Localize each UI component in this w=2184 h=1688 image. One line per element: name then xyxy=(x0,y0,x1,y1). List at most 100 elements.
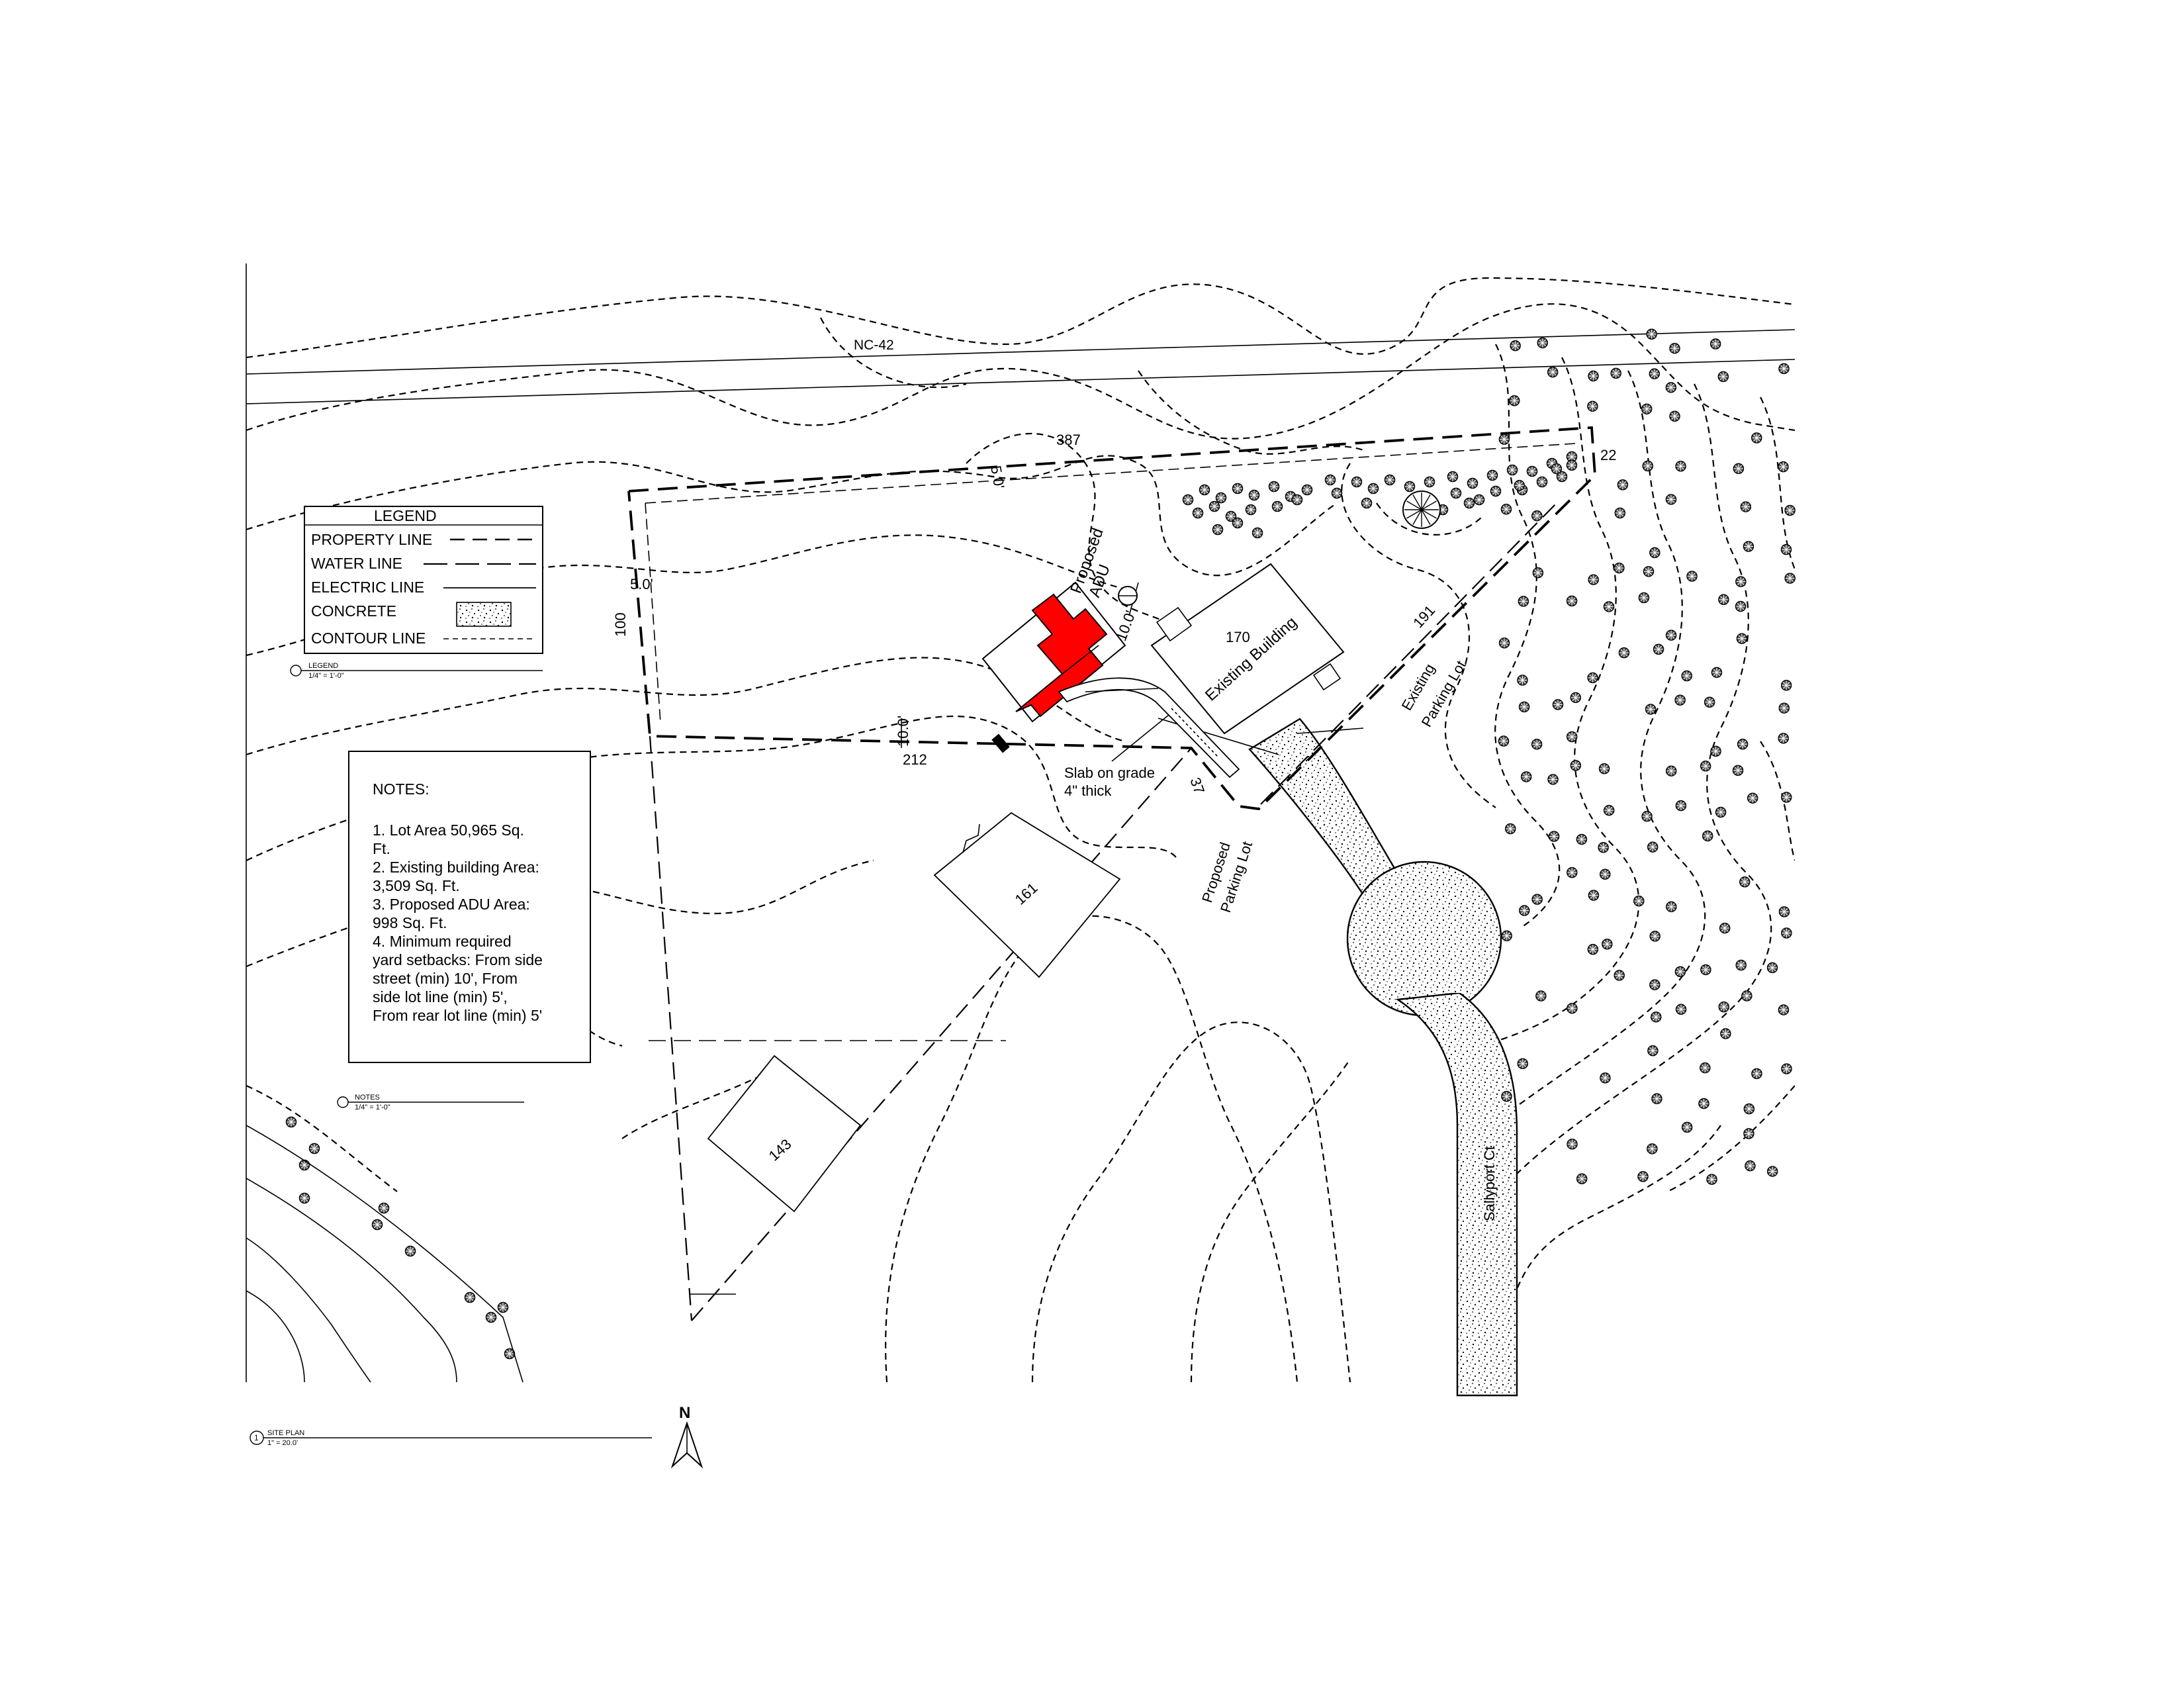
tree-symbol xyxy=(1536,476,1548,488)
notes-line: 3. Proposed ADU Area: xyxy=(373,896,530,913)
tree-symbol xyxy=(1517,1058,1529,1070)
dim-212: 212 xyxy=(903,751,927,768)
tree-symbol xyxy=(1651,1011,1662,1023)
tree-symbol xyxy=(485,1311,497,1323)
tree-symbol xyxy=(1447,471,1459,483)
site-plan-number: 1 xyxy=(254,1433,259,1442)
tree-symbol xyxy=(1232,517,1244,529)
tree-symbol xyxy=(1301,484,1313,496)
tree-symbol xyxy=(1192,507,1204,519)
tree-symbol xyxy=(1669,342,1680,354)
tree-symbol xyxy=(1551,463,1563,475)
notes-line: 4. Minimum required xyxy=(373,933,512,950)
tree-symbol xyxy=(1566,451,1578,463)
notes-line: yard setbacks: From side xyxy=(373,951,543,968)
tree-symbol xyxy=(1531,739,1543,750)
tree-symbol xyxy=(1232,483,1244,494)
tree-symbol xyxy=(1212,524,1224,536)
tree-symbol xyxy=(1766,962,1778,974)
tree-symbol xyxy=(1649,931,1661,942)
tree-symbol xyxy=(1384,474,1396,486)
tree-symbol xyxy=(1702,830,1713,842)
driveway-concrete xyxy=(1248,718,1401,898)
tree-symbol xyxy=(1576,833,1588,845)
proposed-adu: Proposed ADU xyxy=(981,526,1138,753)
notes-line: street (min) 10', From xyxy=(373,970,518,987)
tree-symbol xyxy=(1566,731,1578,743)
tree-symbol xyxy=(1751,432,1762,444)
tree-symbol xyxy=(1567,867,1578,878)
tree-symbol xyxy=(1781,927,1792,939)
legend-item-electric: ELECTRIC LINE xyxy=(311,579,424,596)
building-161 xyxy=(933,812,1121,978)
tree-symbol xyxy=(1766,1166,1778,1177)
notes-line: 998 Sq. Ft. xyxy=(373,914,447,931)
tree-symbol xyxy=(1566,595,1578,607)
tree-symbol xyxy=(504,1348,516,1360)
tree-symbol xyxy=(285,1116,297,1128)
legend-item-concrete: CONCRETE xyxy=(311,602,396,620)
tree-symbol xyxy=(1271,500,1283,512)
tree-symbol xyxy=(1547,366,1559,378)
tree-symbol xyxy=(1588,890,1600,901)
tree-symbol xyxy=(1245,504,1257,516)
tree-symbol xyxy=(1784,504,1796,516)
tree-symbol xyxy=(1665,382,1677,393)
tree-symbol xyxy=(1641,810,1653,822)
tree-symbol xyxy=(1610,367,1621,379)
tree-symbol xyxy=(1735,576,1747,587)
slab-label-1: Slab on grade xyxy=(1064,765,1155,781)
north-label: N xyxy=(679,1404,690,1422)
tree-symbol xyxy=(1532,567,1544,579)
tree-symbol xyxy=(378,1202,390,1214)
road-nc-42: NC-42 xyxy=(246,329,1796,404)
tree-field xyxy=(285,328,1796,1360)
tree-symbol xyxy=(1745,1160,1756,1172)
tree-symbol xyxy=(1182,494,1194,506)
tree-symbol xyxy=(1587,943,1599,955)
slab-on-grade: Slab on grade 4" thick xyxy=(1058,677,1240,799)
setback-top: 5.0' xyxy=(987,465,1008,491)
tree-symbol xyxy=(1514,480,1525,491)
tree-symbol xyxy=(1324,474,1336,486)
tree-symbol xyxy=(1780,543,1792,555)
tree-symbol xyxy=(1268,481,1280,492)
tree-symbol xyxy=(308,1143,320,1154)
tree-symbol xyxy=(1675,1004,1687,1015)
tree-symbol xyxy=(1778,363,1790,375)
tree-symbol xyxy=(1588,370,1599,382)
dim-100: 100 xyxy=(612,612,629,637)
tree-symbol xyxy=(1743,1103,1755,1115)
tree-symbol xyxy=(1490,485,1502,497)
road-label: NC-42 xyxy=(854,338,894,353)
tree-symbol xyxy=(298,1192,310,1204)
legend-tag-marker xyxy=(290,665,302,677)
tree-symbol xyxy=(1751,1068,1762,1080)
tree-symbol xyxy=(1741,990,1752,1002)
notes-tag-marker xyxy=(337,1096,349,1108)
tree-symbol xyxy=(1778,906,1790,917)
tree-symbol xyxy=(1645,704,1657,715)
legend-concrete-sample xyxy=(456,602,512,627)
tree-symbol xyxy=(1215,492,1227,504)
tree-symbol xyxy=(1717,371,1729,383)
tree-symbol xyxy=(1614,970,1625,981)
tree-symbol xyxy=(464,1291,476,1303)
tree-symbol xyxy=(1588,574,1599,585)
tree-symbol xyxy=(1547,774,1559,785)
tree-symbol xyxy=(1587,672,1598,684)
tree-symbol xyxy=(1686,571,1698,582)
notes-tag-scale: 1/4" = 1'-0" xyxy=(355,1103,390,1111)
legend-tag-scale: 1/4" = 1'-0" xyxy=(308,672,344,680)
tree-symbol xyxy=(1778,702,1790,714)
tree-symbol xyxy=(1519,905,1530,916)
tree-symbol xyxy=(1208,500,1220,512)
tree-symbol xyxy=(1602,939,1613,950)
tree-symbol xyxy=(1651,1093,1662,1105)
tree-symbol xyxy=(1675,800,1687,812)
tree-symbol xyxy=(1463,497,1475,509)
tree-symbol xyxy=(1531,894,1543,905)
tree-symbol xyxy=(1598,842,1609,853)
site-plan-tag: 1 SITE PLAN 1" = 20.0' xyxy=(250,1429,652,1447)
dim-191: 191 xyxy=(1410,602,1438,631)
